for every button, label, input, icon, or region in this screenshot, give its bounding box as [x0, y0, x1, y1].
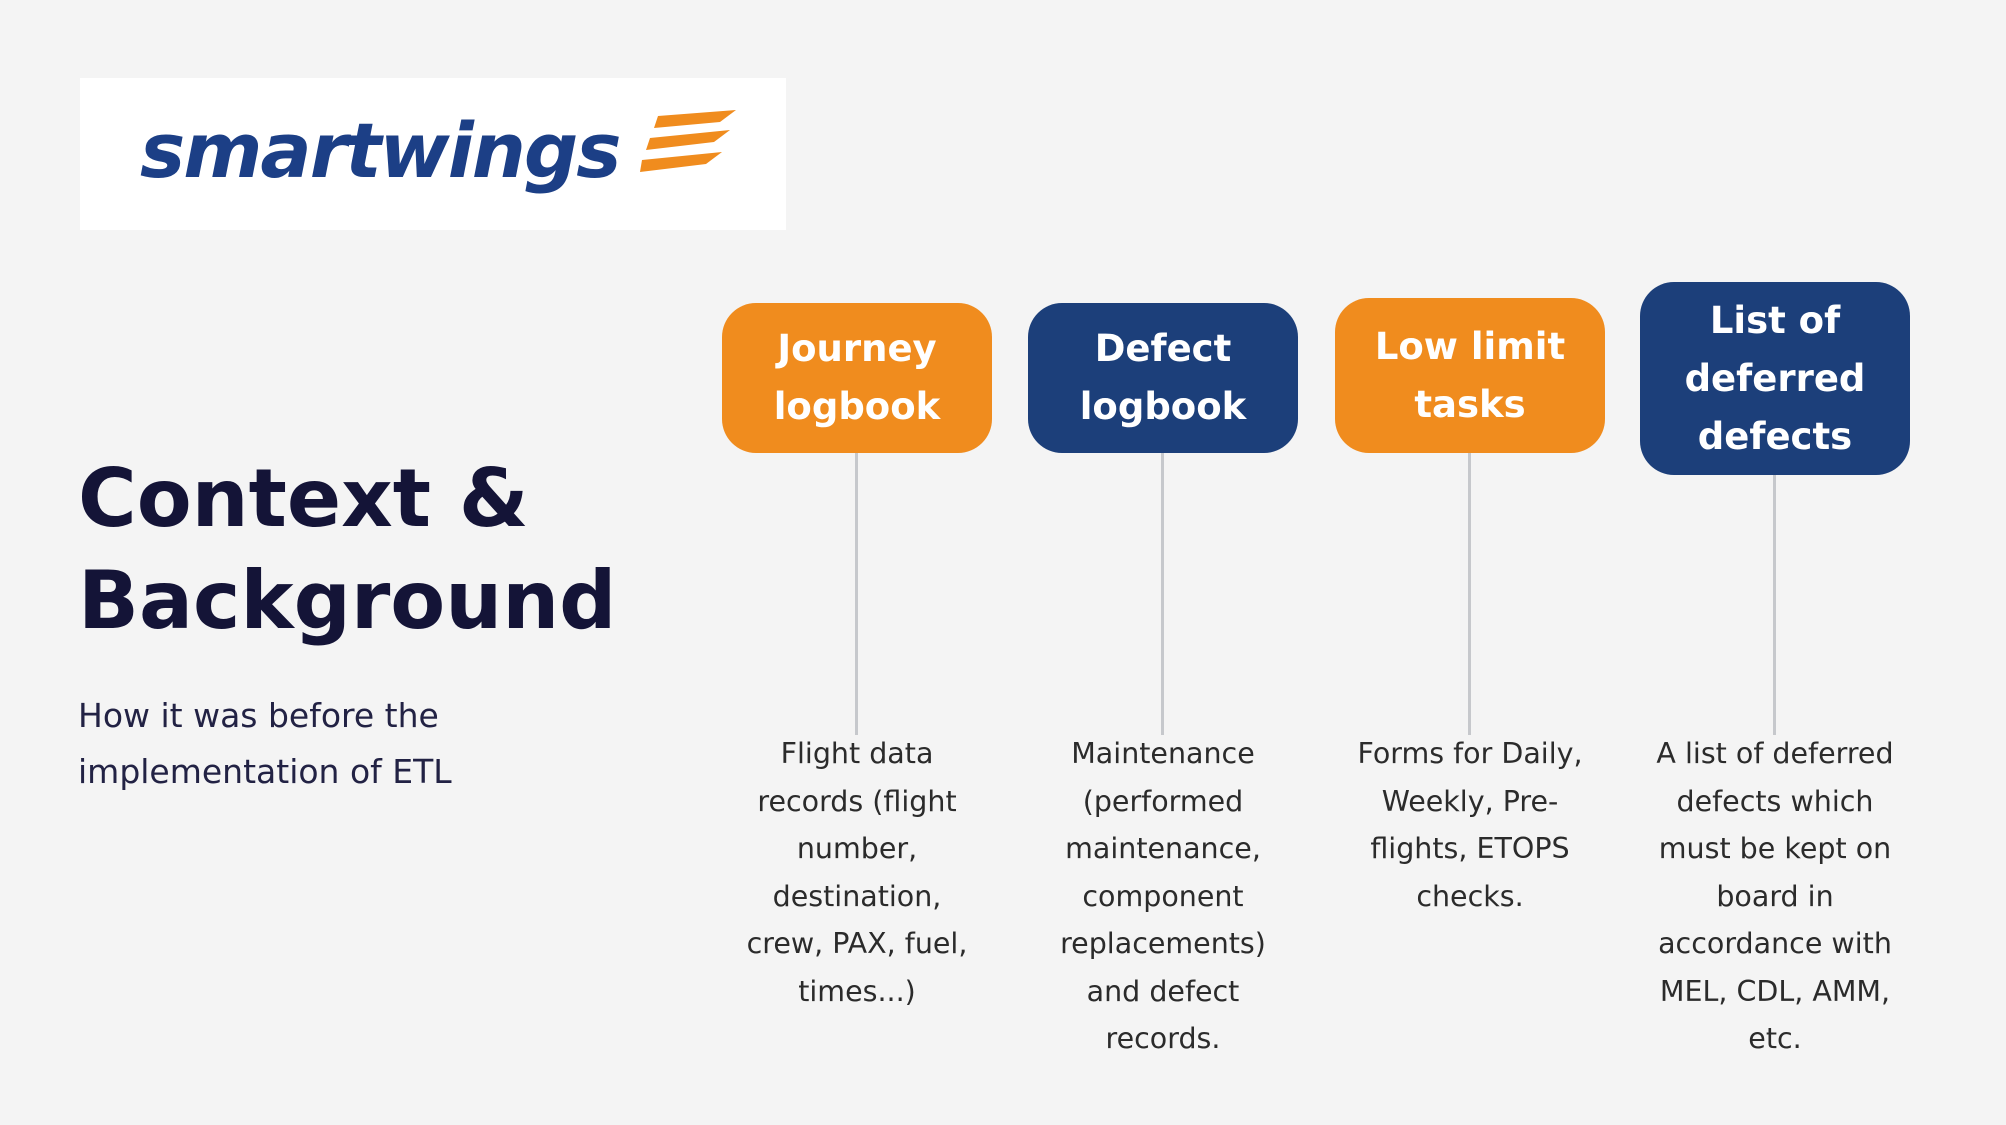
node-description: A list of deferred defects which must be… [1656, 737, 1894, 1055]
node-low-limit-tasks: Low limit tasks [1335, 298, 1605, 453]
node-journey-logbook: Journey logbook [722, 303, 992, 453]
page-title: Context & Background [78, 452, 617, 647]
smartwings-wing-mark-icon [640, 110, 736, 172]
connector-line [1468, 453, 1471, 735]
connector-line [1773, 475, 1776, 735]
node-list-of-deferred-defects: List of deferred defects [1640, 282, 1910, 475]
node-description: Flight data records (flight number, dest… [746, 737, 968, 1008]
node-defect-logbook: Defect logbook [1028, 303, 1298, 453]
node-label: Low limit tasks [1374, 324, 1566, 426]
node-description: Maintenance (performed maintenance, comp… [1060, 737, 1266, 1055]
node-description: Forms for Daily, Weekly, Pre-flights, ET… [1357, 737, 1583, 913]
node-label: Journey logbook [773, 327, 941, 428]
logo-wordmark: smartwings [140, 106, 622, 195]
logo-box: smartwings [80, 78, 786, 230]
connector-line [855, 453, 858, 735]
node-label: Defect logbook [1079, 327, 1247, 428]
node-label: List of deferred defects [1684, 298, 1866, 458]
connector-line [1161, 453, 1164, 735]
page-subtitle: How it was before the implementation of … [78, 696, 452, 791]
